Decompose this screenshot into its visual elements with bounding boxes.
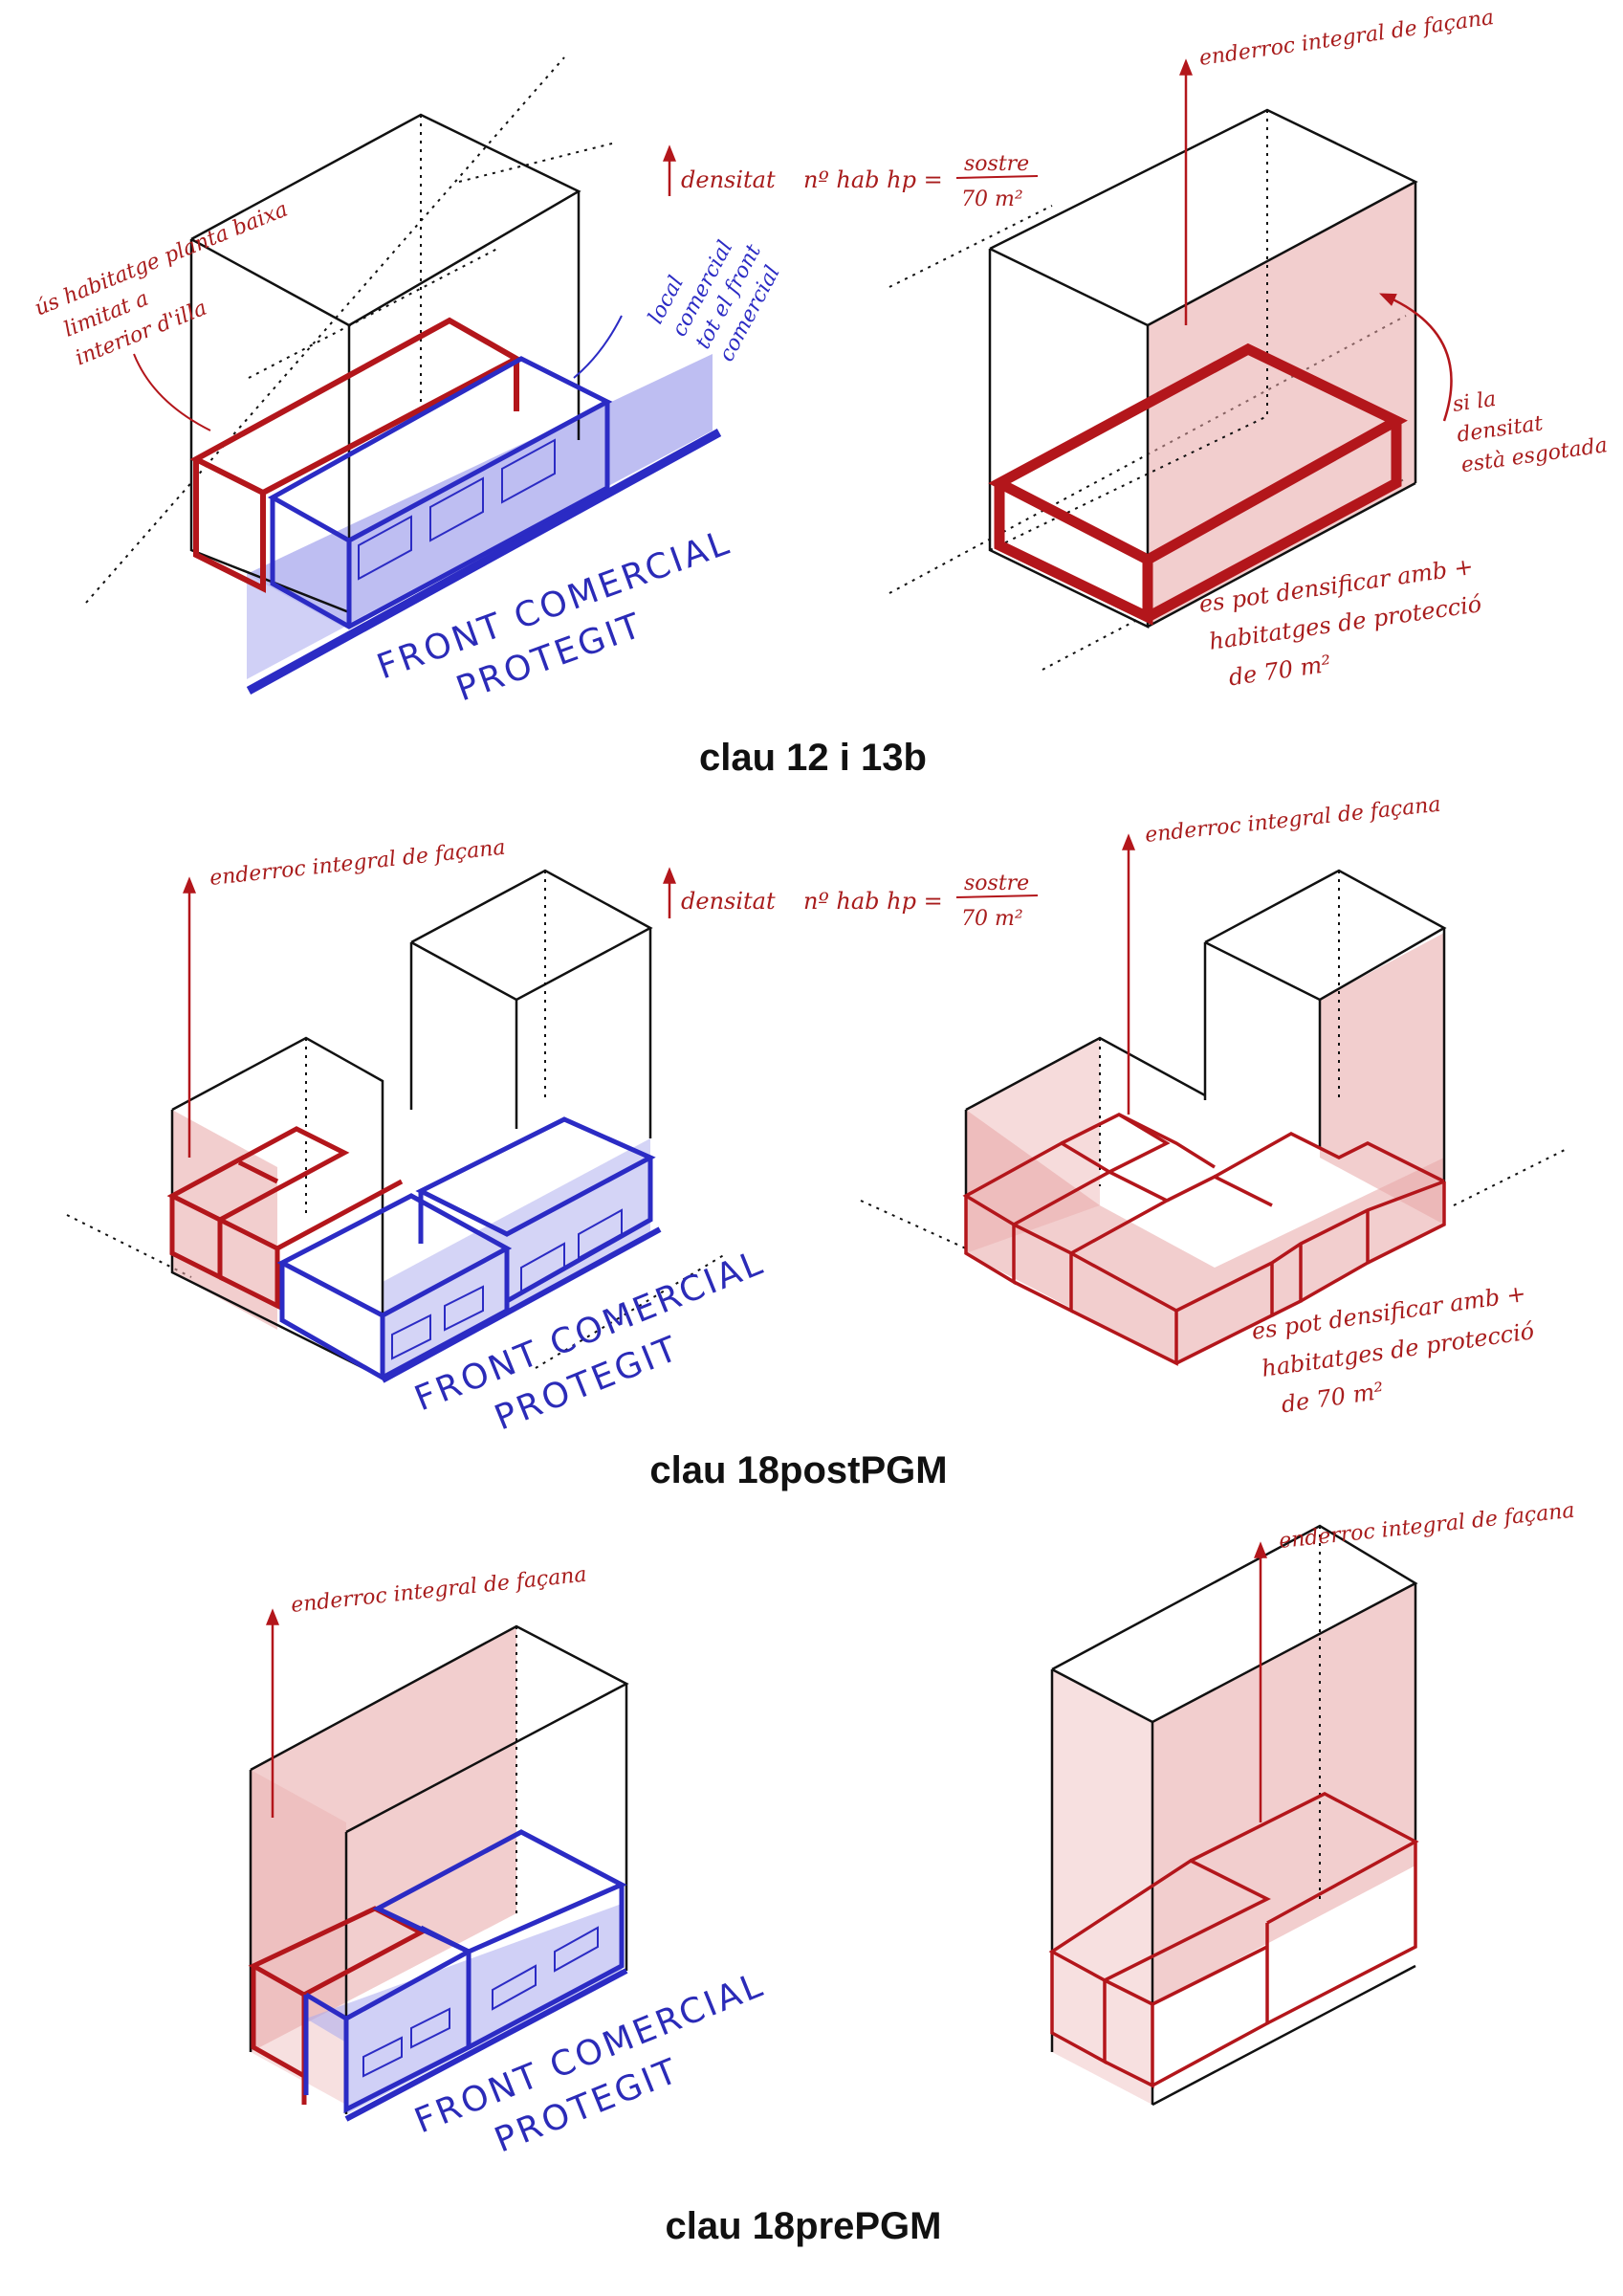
front-protection-zone	[383, 1138, 650, 1378]
density-numerator: sostre	[964, 152, 1029, 176]
housing-volume-red	[193, 459, 266, 593]
facade-label: enderroc integral de façana	[1144, 793, 1442, 848]
shopfront-windows	[358, 438, 556, 581]
facade-label: enderroc integral de façana	[1197, 6, 1495, 71]
density-label: densitat	[681, 166, 776, 193]
ground-floor-red	[994, 483, 1153, 626]
density-numerator: sostre	[964, 872, 1029, 895]
ground-line-dotted	[66, 1214, 192, 1278]
density-denominator: 70 m²	[961, 188, 1023, 211]
protected-front-line	[344, 1968, 628, 2122]
commercial-units-blue	[303, 1829, 627, 2114]
ground-line-dotted	[1453, 1147, 1569, 1206]
svg-text:si la densitat est: si la densitat està esgotada	[1451, 373, 1609, 478]
building-volume-outline	[410, 869, 653, 1002]
building-volume-outline	[250, 1624, 629, 1834]
leader-line	[133, 353, 211, 431]
density-formula: nº hab hp =	[803, 166, 943, 193]
front-protection-zone	[247, 354, 713, 679]
note-line: densitat	[1456, 411, 1545, 447]
diagram-18prePGM-right: enderroc integral de façana	[1048, 1499, 1576, 2107]
ground-line-dotted	[888, 205, 1053, 288]
housing-units-red	[166, 1126, 404, 1311]
section-heading: clau 12 i 13b	[699, 737, 927, 779]
ground-line-dotted	[458, 143, 613, 183]
diagram-18postPGM-left: enderroc integral de façana densitat nº …	[66, 836, 1039, 1438]
note-local-comercial: local comercial tot el front comercial	[644, 210, 793, 366]
leader-line	[573, 315, 623, 379]
building-volume-edge	[1151, 1964, 1416, 2107]
housing-volume-red	[189, 317, 523, 497]
front-protection-zone	[306, 1904, 622, 2114]
density-curve-arrow	[1379, 293, 1453, 422]
facade-label: enderroc integral de façana	[1278, 1499, 1576, 1554]
svg-text:local comercial: local comercial tot el front comercial	[644, 210, 793, 365]
note-line: de 70 m²	[1227, 651, 1333, 692]
facade-plane	[251, 1626, 516, 2052]
section-heading: clau 18prePGM	[665, 2205, 941, 2247]
shopfront-windows	[362, 1926, 599, 2078]
fraction-bar	[955, 175, 1039, 179]
density-label: densitat	[681, 888, 776, 915]
density-denominator: 70 m²	[961, 907, 1023, 931]
diagram-12-13b-left: ús habitatge planta baixa limitat a inte…	[32, 56, 1039, 710]
housing-units-red	[1048, 1792, 1419, 2088]
hidden-edge	[248, 248, 498, 379]
ground-line-dotted	[535, 1252, 728, 1369]
shopfront-windows	[391, 1208, 623, 1360]
building-volume-edge	[1147, 481, 1416, 629]
facade-plane	[1148, 182, 1415, 627]
ground-line-dotted	[85, 56, 565, 604]
facade-plane	[1052, 1669, 1152, 2105]
facade-plane	[966, 1110, 1444, 1363]
fraction-bar	[955, 894, 1039, 898]
diagram-12-13b-right: enderroc integral de façana si la densit…	[888, 6, 1609, 692]
section-heading: clau 18postPGM	[649, 1449, 947, 1491]
diagram-18prePGM-left: enderroc integral de façana FRONT COMERC…	[248, 1563, 770, 2160]
density-formula: nº hab hp =	[803, 888, 943, 915]
building-volume-outline	[988, 247, 1150, 629]
note-line: de 70 m²	[1280, 1378, 1386, 1419]
building-volume-outline	[190, 113, 581, 327]
note-line: ús habitatge planta baixa	[32, 197, 292, 320]
protected-front-line	[381, 1226, 662, 1383]
note-line: si la	[1451, 387, 1498, 417]
ground-line-dotted	[860, 1200, 967, 1249]
protected-front-line	[246, 429, 722, 695]
building-volume-outline	[989, 108, 1418, 327]
facade-label: enderroc integral de façana	[208, 836, 507, 891]
housing-units-red	[962, 1113, 1446, 1366]
facade-label: enderroc integral de façana	[290, 1563, 588, 1618]
facade-plane	[1152, 1583, 1415, 2004]
ground-floor-red	[1145, 421, 1402, 622]
